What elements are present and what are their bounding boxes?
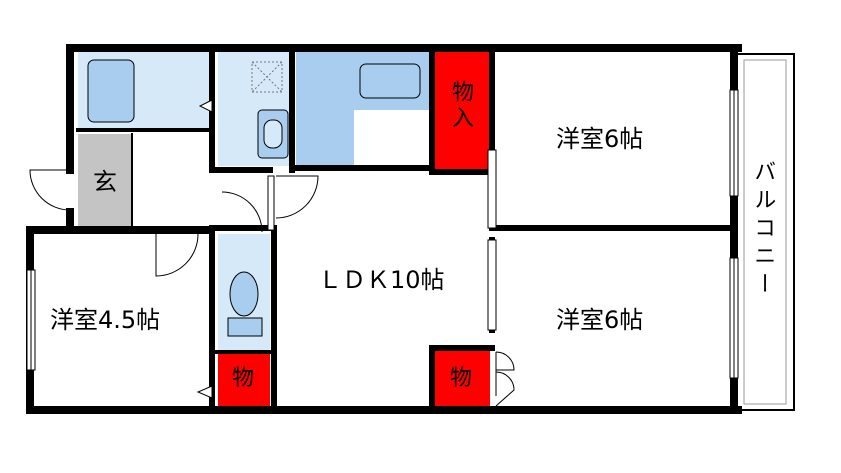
room-label-western-1: 洋室6帖 xyxy=(556,125,644,153)
windows xyxy=(26,89,739,379)
storage-top xyxy=(432,52,490,170)
balcony-outline xyxy=(735,53,795,411)
storage-label-right: 物 xyxy=(450,366,473,391)
entrance-floor xyxy=(78,134,132,226)
room-label-ldk: ＬＤＫ10帖 xyxy=(318,266,445,294)
room-label-entrance: 玄 xyxy=(93,168,117,196)
storage-right xyxy=(432,348,490,406)
room-label-western-3: 洋室4.5帖 xyxy=(50,306,161,334)
room-label-balcony: バルコニー xyxy=(750,160,776,300)
sink-icon xyxy=(359,63,421,99)
room-label-western-2: 洋室6帖 xyxy=(556,306,644,334)
door-swings xyxy=(29,99,515,407)
storage-label-mid: 物 xyxy=(232,366,255,391)
bathtub xyxy=(87,59,135,123)
toilet-icon xyxy=(229,271,259,317)
storage-label-top: 物入 xyxy=(448,80,473,132)
shower-drain-icon xyxy=(251,61,283,93)
storage-mid xyxy=(218,352,270,406)
